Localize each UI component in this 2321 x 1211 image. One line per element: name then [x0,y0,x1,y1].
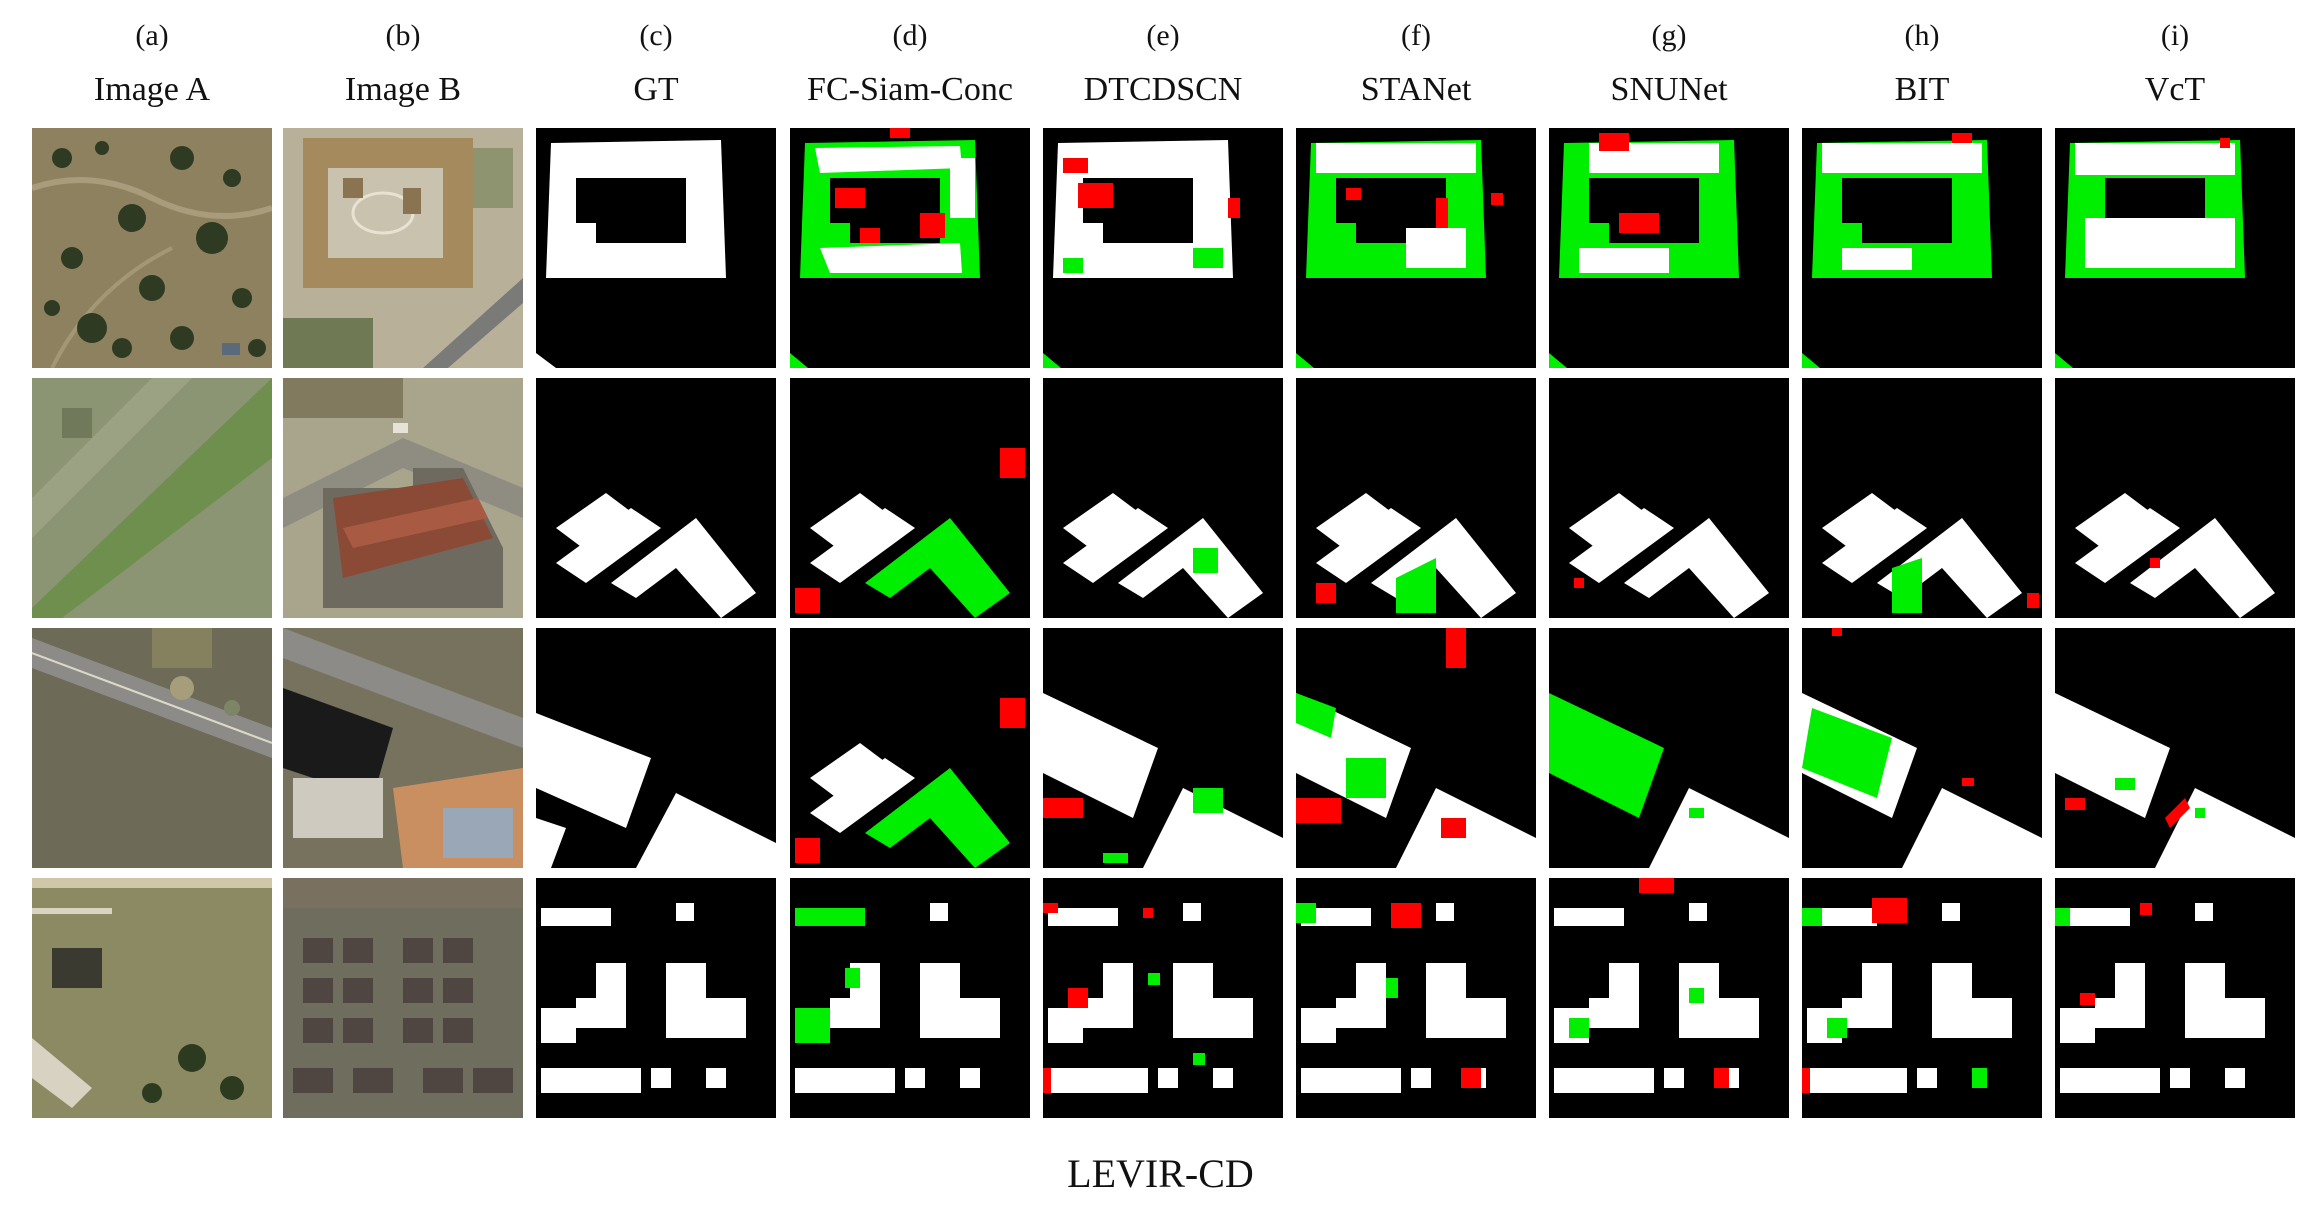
column-letter: (e) [1146,19,1180,52]
image-a-row-1 [32,128,272,368]
image-a-row-3 [32,628,272,868]
column-title: BIT [1894,71,1950,108]
image-b-row-3 [283,628,523,868]
vct-row-4 [2055,878,2295,1118]
snunet-row-4 [1549,878,1789,1118]
bit-row-1 [1802,128,2042,368]
image-a-row-4 [32,878,272,1118]
gt-row-4 [536,878,776,1118]
dtcdscn-row-1 [1043,128,1283,368]
fc-siam-conc-row-1 [790,128,1030,368]
stanet-row-2 [1296,378,1536,618]
column-letter: (g) [1651,19,1687,52]
image-b-row-2 [283,378,523,618]
snunet-row-2 [1549,378,1789,618]
gt-row-3 [536,628,776,868]
column-title: Image B [344,71,462,108]
image-b-row-4 [283,878,523,1118]
fc-siam-conc-row-3 [790,628,1030,868]
vct-row-3 [2055,628,2295,868]
column-title: DTCDSCN [1083,71,1243,108]
column-title: VcT [2144,71,2206,108]
dtcdscn-row-3 [1043,628,1283,868]
column-header-g: (g) SNUNet [1549,14,1789,116]
dtcdscn-row-2 [1043,378,1283,618]
column-letter: (c) [639,19,673,52]
column-letter: (f) [1401,19,1431,52]
column-letter: (b) [385,19,421,52]
bit-row-3 [1802,628,2042,868]
snunet-row-1 [1549,128,1789,368]
dataset-label: LEVIR-CD [1067,1151,1254,1196]
column-letter: (i) [2160,19,2190,52]
column-header-i: (i) VcT [2055,14,2295,116]
column-header-d: (d) FC-Siam-Conc [790,14,1030,116]
snunet-row-3 [1549,628,1789,868]
column-header-b: (b) Image B [283,14,523,116]
gt-row-1 [536,128,776,368]
column-header-h: (h) BIT [1802,14,2042,116]
image-a-row-2 [32,378,272,618]
stanet-row-4 [1296,878,1536,1118]
column-title: FC-Siam-Conc [807,71,1013,108]
column-title: STANet [1360,71,1472,108]
column-title: Image A [93,71,211,108]
image-b-row-1 [283,128,523,368]
column-letter: (a) [135,19,169,52]
column-header-c: (c) GT [536,14,776,116]
column-header-e: (e) DTCDSCN [1043,14,1283,116]
column-header-a: (a) Image A [32,14,272,116]
column-title: SNUNet [1610,71,1728,108]
fc-siam-conc-row-4 [790,878,1030,1118]
bit-row-2 [1802,378,2042,618]
vct-row-1 [2055,128,2295,368]
column-header-f: (f) STANet [1296,14,1536,116]
dtcdscn-row-4 [1043,878,1283,1118]
fc-siam-conc-row-2 [790,378,1030,618]
stanet-row-1 [1296,128,1536,368]
column-letter: (d) [892,19,928,52]
column-title: GT [633,71,679,108]
stanet-row-3 [1296,628,1536,868]
vct-row-2 [2055,378,2295,618]
bit-row-4 [1802,878,2042,1118]
gt-row-2 [536,378,776,618]
column-letter: (h) [1904,19,1940,52]
